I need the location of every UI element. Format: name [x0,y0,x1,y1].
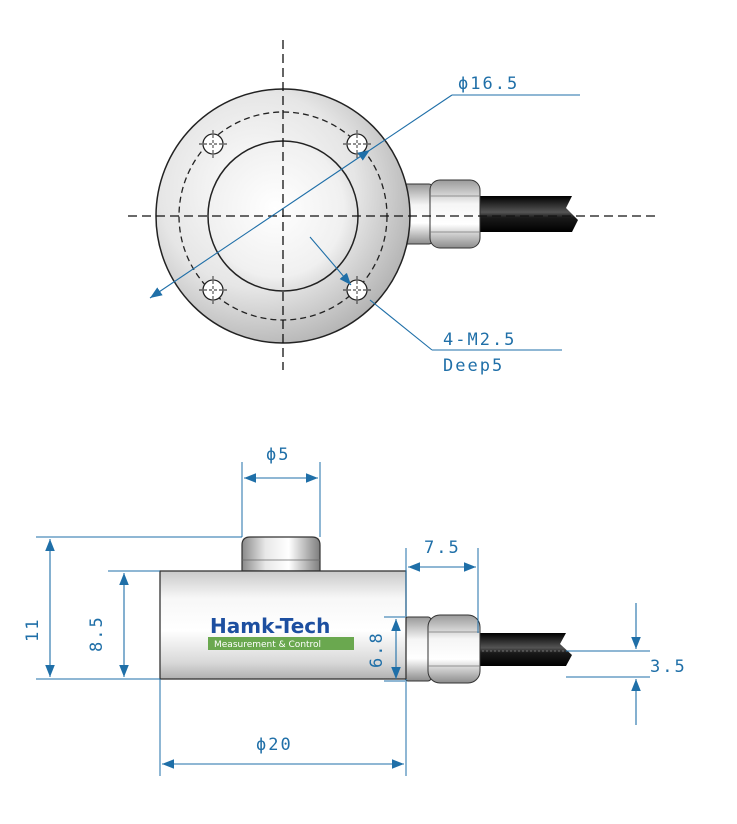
top-cable [478,196,578,232]
cable-dia-label: 3.5 [650,657,687,677]
extension-lines [36,462,650,776]
body-dia-label: ϕ20 [256,735,293,755]
bolt-circle-label: ϕ16.5 [458,74,519,94]
brand-name: Hamk-Tech [210,614,330,638]
top-view: ϕ16.5 4-M2.5 Deep5 [128,40,660,376]
brand-logo: Hamk-Tech Measurement & Control [208,614,354,650]
bolt-circle-dimension [149,94,580,299]
depth-label: Deep5 [443,356,504,376]
brand-tagline: Measurement & Control [214,640,321,650]
side-cable [478,633,595,666]
body-height-label: 8.5 [87,615,107,652]
connector-height-label: 6.8 [367,631,387,668]
connector-length-label: 7.5 [424,538,461,558]
sensor-body [159,570,407,680]
side-cable-connector [404,614,481,684]
brand-tagline-bar [208,637,354,650]
thread-dimension [309,236,562,351]
load-button [241,536,321,572]
side-view: Hamk-Tech Measurement & Control ϕ5 11 [23,445,687,776]
top-cable-connector [403,179,481,249]
thread-label: 4-M2.5 [443,330,516,350]
total-height-label: 11 [23,618,43,642]
button-dia-label: ϕ5 [266,445,290,465]
